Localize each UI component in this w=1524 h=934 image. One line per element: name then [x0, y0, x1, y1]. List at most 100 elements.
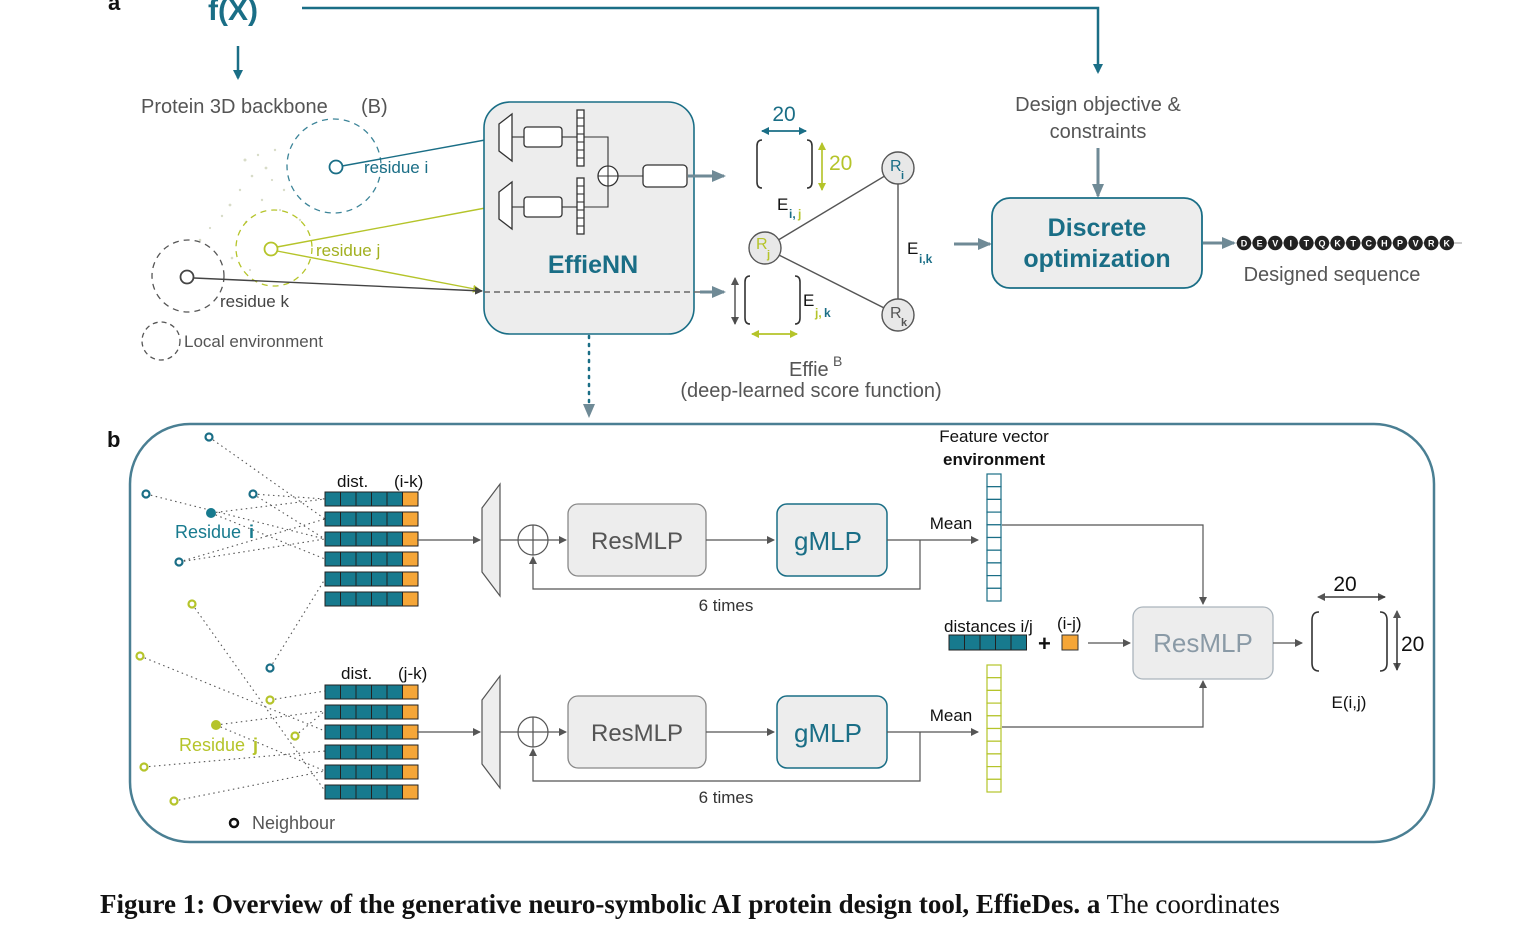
sequence-bead: [1236, 235, 1252, 251]
output-matrix-left-bracket: [1311, 611, 1320, 672]
distance-cell: [402, 704, 419, 720]
residue-i-to-effienn-arrow: [341, 135, 497, 167]
pipeline-top: [417, 482, 979, 598]
distance-cell: [402, 684, 419, 700]
distances-ij-label: distances i/j: [944, 617, 1033, 636]
distance-cell: [324, 764, 341, 780]
sequence-bead: [1346, 235, 1361, 251]
design-objective-line1: Design objective &: [1015, 94, 1181, 116]
sequence-bead: [1330, 235, 1345, 251]
neighbour-link: [178, 518, 326, 563]
effienn-internals: [498, 109, 688, 235]
effienn-wires: [512, 117, 643, 227]
feature-cell: [986, 574, 1002, 589]
node-rk: [881, 298, 915, 332]
resmlp-top-label: ResMLP: [591, 528, 683, 555]
neighbour-node: [265, 663, 275, 673]
effie-superscript: B: [833, 353, 842, 369]
eij-output-label: E(i,j): [1332, 693, 1367, 712]
feature-cell: [986, 524, 1002, 539]
distance-cell: [340, 491, 357, 507]
distance-cell: [340, 704, 357, 720]
discrete-optimization-box: [991, 197, 1203, 289]
node-rj-label: R: [756, 236, 768, 253]
residue-i-center: [206, 508, 216, 518]
distance-cell: [386, 551, 403, 567]
distance-cell: [340, 571, 357, 587]
residue-j-word: Residue: [179, 735, 245, 755]
sequence-bead-letter: C: [1366, 239, 1373, 249]
distance-cell: [402, 551, 419, 567]
distance-cell: [371, 784, 388, 800]
matrix-ij-right-bracket: [806, 139, 813, 189]
distance-cell: [371, 551, 388, 567]
local-environment-icon: [141, 321, 181, 361]
neighbour-link: [143, 750, 326, 768]
feature-cell: [986, 753, 1002, 768]
residue-i-environment: [286, 118, 382, 214]
neighbour-node: [290, 731, 300, 741]
environment-label: environment: [943, 450, 1045, 469]
neighbour-link: [252, 493, 326, 540]
feature-cell: [986, 664, 1002, 679]
sequence-bead: [1314, 235, 1330, 251]
eik-label-sub: i,k: [919, 252, 933, 266]
distance-cell: [402, 744, 419, 760]
output-width-label: 20: [1333, 573, 1356, 596]
distance-cell: [402, 591, 419, 607]
distance-ij-cell: [1010, 634, 1027, 651]
feature-cell: [986, 536, 1002, 551]
mean-top: Mean: [930, 514, 973, 533]
output-matrix-right-bracket: [1379, 611, 1388, 672]
residue-i-letter: i: [249, 522, 254, 542]
distances-ij-cells: [948, 634, 1027, 651]
sequence-bead-letter: I: [1290, 239, 1293, 249]
distance-cell: [355, 784, 372, 800]
feature-vector-bottom: [986, 664, 1002, 793]
residue-k-label: residue k: [220, 292, 289, 311]
caption-label-a: a: [1086, 889, 1101, 919]
sequence-bead-letter: H: [1381, 239, 1388, 249]
matrix-height-label: 20: [829, 152, 852, 175]
output-height-label: 20: [1401, 633, 1424, 656]
neighbour-node: [187, 599, 197, 609]
distance-cell: [355, 551, 372, 567]
caption-title: Figure 1: Overview of the generative neu…: [100, 889, 1081, 919]
pipeline-bottom: [417, 674, 979, 790]
residue-graph-edges: [764, 167, 899, 316]
sequence-bead-letter: K: [1334, 239, 1341, 249]
node-rk-label: R: [890, 305, 902, 322]
distance-cell: [324, 511, 341, 527]
neighbour-link: [269, 690, 326, 701]
distance-cell: [371, 744, 388, 760]
distance-cell: [402, 491, 419, 507]
effie-label: Effie: [789, 359, 829, 381]
sequence-bead-letter: V: [1272, 239, 1278, 249]
distance-cell: [355, 571, 372, 587]
effie-description: (deep-learned score function): [680, 380, 941, 402]
distance-cell: [340, 511, 357, 527]
distance-cell: [371, 684, 388, 700]
six-times-top: 6 times: [699, 596, 754, 615]
neighbour-node: [174, 557, 184, 567]
feature-cell: [986, 549, 1002, 564]
ejk-label-E: E: [803, 291, 814, 310]
node-rj: [748, 231, 782, 265]
sequence-bead-letter: T: [1350, 239, 1356, 249]
resmlp-bottom-label: ResMLP: [591, 720, 683, 747]
feature-cell: [986, 473, 1002, 488]
residue-k-to-effienn-arrow: [193, 277, 483, 295]
distance-cell: [340, 531, 357, 547]
neighbour-node: [139, 762, 149, 772]
residue-j-letter: j: [252, 735, 258, 755]
eik-label-E: E: [907, 239, 918, 258]
dist-label-top: dist.: [337, 472, 368, 491]
discrete-optimization-line1: Discrete: [1048, 214, 1147, 242]
distance-cell: [340, 724, 357, 740]
residue-j-to-effienn-arrow: [276, 203, 497, 248]
distance-grid-top: [324, 491, 419, 607]
neighbour-link: [191, 603, 326, 792]
figure-caption: Figure 1: Overview of the generative neu…: [100, 886, 1480, 922]
local-environment-label: Local environment: [184, 332, 323, 351]
feature-cell: [986, 689, 1002, 704]
